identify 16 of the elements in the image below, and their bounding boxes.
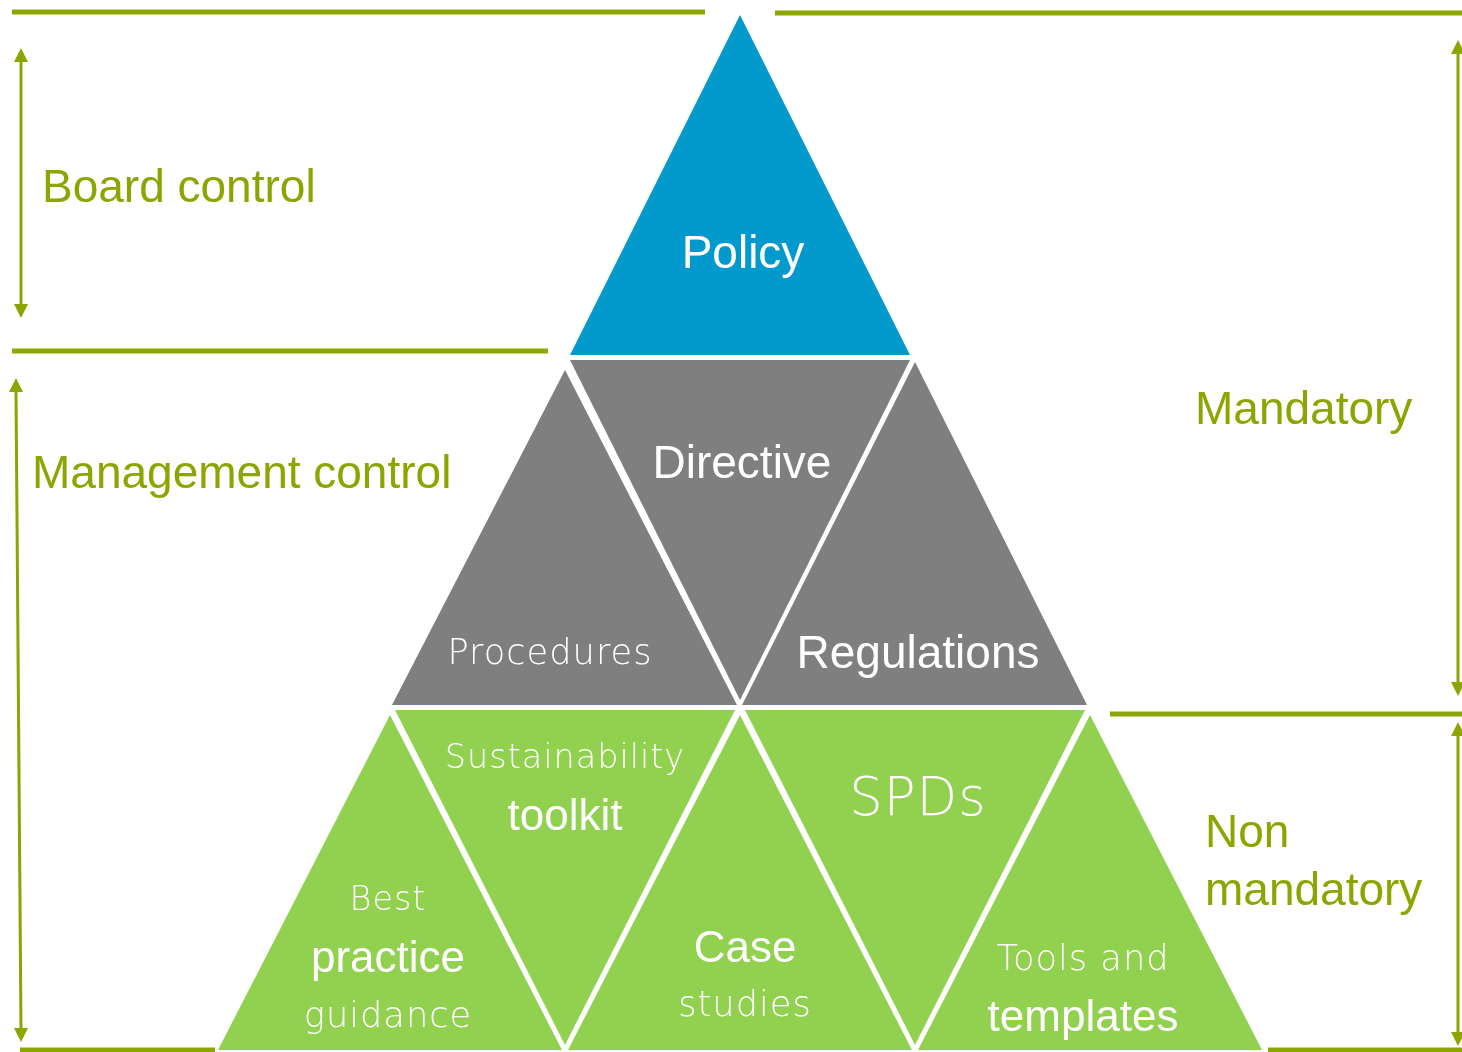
tier-label: SPDs xyxy=(849,770,987,824)
tier-label: Sustainability xyxy=(444,740,686,774)
tier-label: guidance xyxy=(303,997,473,1033)
tier-label: studies xyxy=(678,986,812,1022)
level-label: Mandatory xyxy=(1195,381,1414,436)
tier-label: Directive xyxy=(652,439,832,485)
tier-label: Procedures xyxy=(447,634,653,670)
level-label: Management control xyxy=(32,445,453,500)
tier-label: practice xyxy=(310,935,466,979)
level-label: Board control xyxy=(42,159,317,214)
level-label: Non mandatory xyxy=(1205,804,1424,917)
tier-label: Tools and xyxy=(996,940,1170,976)
tier-label: toolkit xyxy=(507,793,623,837)
tier-label: Best xyxy=(349,882,427,916)
tier-label: templates xyxy=(987,994,1179,1038)
tier-label: Case xyxy=(693,925,797,969)
